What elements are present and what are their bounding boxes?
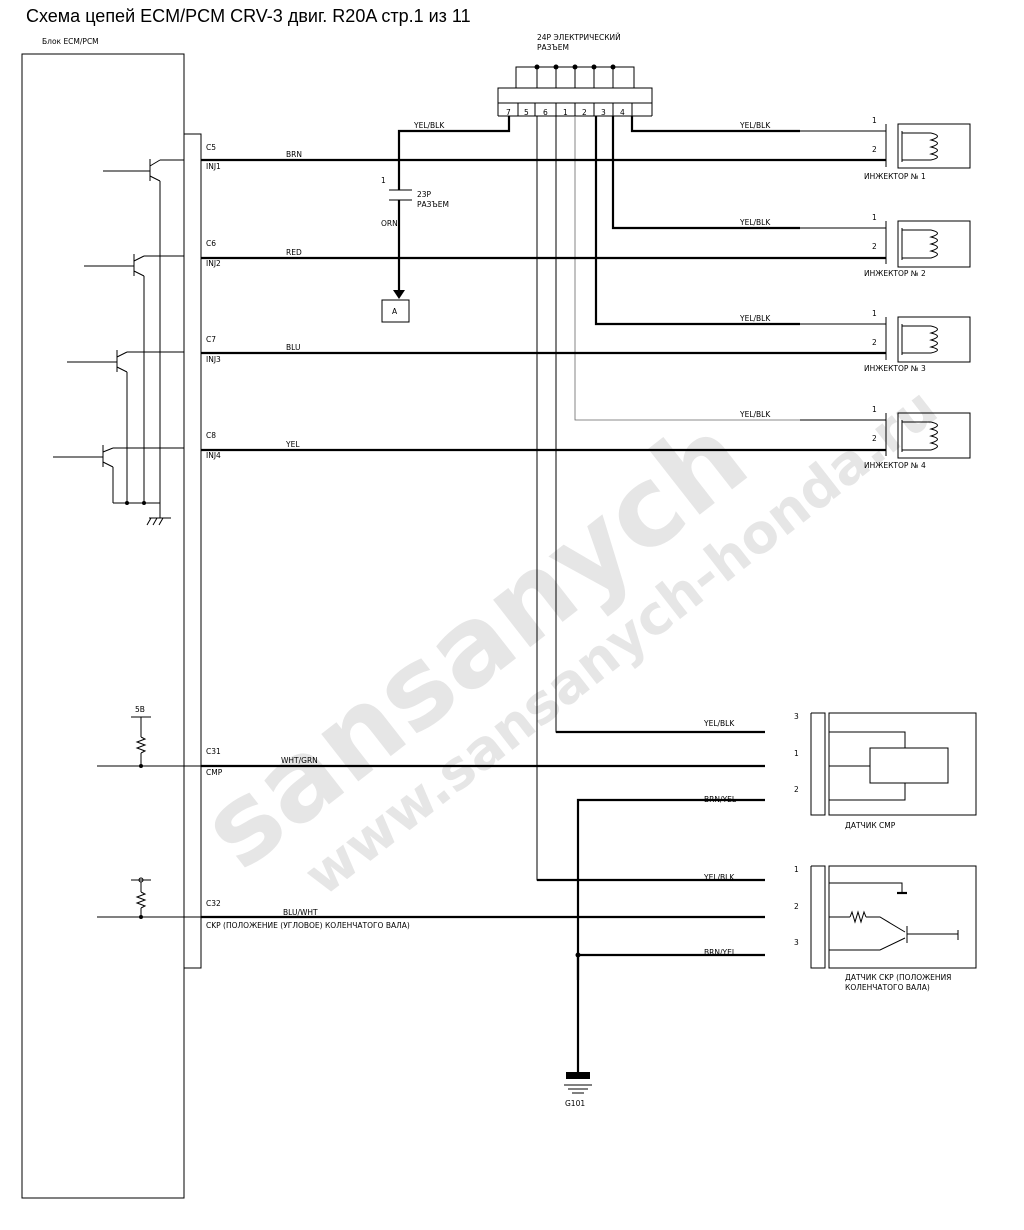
svg-text:1: 1	[872, 116, 877, 125]
ecm-label: Блок ECM/PCM	[42, 37, 99, 46]
injector-3: 1 2 ИНЖЕКТОР № 3	[864, 309, 971, 373]
signal-inj3: INJ3	[206, 355, 221, 364]
pin-2: 2	[582, 108, 587, 117]
connector-24p: 24P ЭЛЕКТРИЧЕСКИЙ РАЗЪЕМ 7 5 6 1 2 3 4	[497, 33, 653, 117]
injector-3-label: ИНЖЕКТОР № 3	[864, 364, 926, 373]
pin-1: 1	[563, 108, 568, 117]
wire-label-yel-blk: YEL/BLK	[413, 121, 445, 130]
svg-text:1: 1	[872, 309, 877, 318]
svg-text:2: 2	[794, 785, 799, 794]
connector-24p-label: 24P ЭЛЕКТРИЧЕСКИЙ	[537, 33, 621, 42]
connector-23p-label2: РАЗЪЕМ	[417, 200, 449, 209]
pin-c5: C5	[206, 143, 216, 152]
svg-text:2: 2	[872, 434, 877, 443]
cmp-circuit: 5В C31 CMP WHT/GRN YEL/BLK BRN/YEL 3 1 2…	[97, 705, 977, 980]
svg-text:1: 1	[794, 749, 799, 758]
connector-23p-pin: 1	[381, 176, 386, 185]
pin-c32: C32	[206, 899, 221, 908]
ref-box-a: A	[392, 307, 398, 316]
wire-label-blu: BLU	[286, 343, 300, 352]
injector-2-label: ИНЖЕКТОР № 2	[864, 269, 926, 278]
connector-24p-label2: РАЗЪЕМ	[537, 43, 569, 52]
pin-3: 3	[601, 108, 606, 117]
wire-label-yel: YEL	[285, 440, 300, 449]
inj3-supply-label: YEL/BLK	[739, 314, 771, 323]
svg-text:1: 1	[872, 405, 877, 414]
injector-1-label: ИНЖЕКТОР № 1	[864, 172, 926, 181]
inj2-supply-label: YEL/BLK	[739, 218, 771, 227]
injector-4-label: ИНЖЕКТОР № 4	[864, 461, 926, 470]
connector-23p: 1 23P РАЗЪЕМ ORN A	[381, 176, 449, 323]
svg-text:1: 1	[794, 865, 799, 874]
cmp-supply-label: YEL/BLK	[703, 719, 735, 728]
ckp-sensor-label2: КОЛЕНЧАТОГО ВАЛА)	[845, 983, 930, 992]
signal-ckp: CKP (ПОЛОЖЕНИЕ (УГЛОВОЕ) КОЛЕНЧАТОГО ВАЛ…	[206, 921, 410, 930]
svg-text:3: 3	[794, 938, 799, 947]
pin-c31: C31	[206, 747, 221, 756]
cmp-sensor-label: ДАТЧИК CMP	[845, 821, 896, 830]
watermark-logo: sansanych	[178, 392, 770, 894]
watermark: sansanych www.sansanych-honda.ru	[178, 376, 949, 908]
pin-5: 5	[524, 108, 529, 117]
svg-text:2: 2	[872, 338, 877, 347]
wire-label-wht-grn: WHT/GRN	[281, 756, 318, 765]
injector-signal-wires: C5 INJ1 BRN C6 INJ2 RED C7 INJ3 BLU C8 I…	[201, 143, 886, 460]
wire-label-red: RED	[286, 248, 302, 257]
svg-text:2: 2	[872, 145, 877, 154]
pin-c7: C7	[206, 335, 216, 344]
wire-label-orn: ORN	[381, 219, 398, 228]
diagram-title: Схема цепей ECM/PCM CRV-3 двиг. R20A стр…	[26, 6, 471, 26]
voltage-5v-label: 5В	[135, 705, 145, 714]
cmp-ground-label: BRN/YEL	[704, 795, 737, 804]
svg-text:2: 2	[872, 242, 877, 251]
injector-drivers	[53, 159, 184, 526]
pin-c8: C8	[206, 431, 216, 440]
signal-inj2: INJ2	[206, 259, 221, 268]
pin-4: 4	[620, 108, 625, 117]
wire-label-brn: BRN	[286, 150, 302, 159]
ckp-ground-label: BRN/YEL	[704, 948, 737, 957]
pin-7: 7	[506, 108, 511, 117]
ckp-circuit: C32 CKP (ПОЛОЖЕНИЕ (УГЛОВОЕ) КОЛЕНЧАТОГО…	[97, 865, 977, 992]
ckp-sensor-label: ДАТЧИК CKP (ПОЛОЖЕНИЯ	[845, 973, 951, 982]
svg-text:1: 1	[872, 213, 877, 222]
signal-inj1: INJ1	[206, 162, 221, 171]
inj1-supply-label: YEL/BLK	[739, 121, 771, 130]
svg-text:3: 3	[794, 712, 799, 721]
ecm-unit: Блок ECM/PCM	[21, 37, 202, 1199]
signal-cmp: CMP	[206, 768, 223, 777]
inj4-supply-label: YEL/BLK	[739, 410, 771, 419]
wire-label-blu-wht: BLU/WHT	[283, 908, 318, 917]
injector-2: 1 2 ИНЖЕКТОР № 2	[864, 213, 971, 278]
connector-23p-label: 23P	[417, 190, 432, 199]
injector-4: 1 2 ИНЖЕКТОР № 4	[864, 405, 971, 470]
svg-text:2: 2	[794, 902, 799, 911]
ground-label: G101	[565, 1099, 585, 1108]
signal-inj4: INJ4	[206, 451, 221, 460]
ground-g101: G101	[564, 955, 592, 1108]
pin-6: 6	[543, 108, 548, 117]
pin-c6: C6	[206, 239, 216, 248]
injector-1: 1 2 ИНЖЕКТОР № 1	[864, 116, 971, 181]
ckp-supply-label: YEL/BLK	[703, 873, 735, 882]
